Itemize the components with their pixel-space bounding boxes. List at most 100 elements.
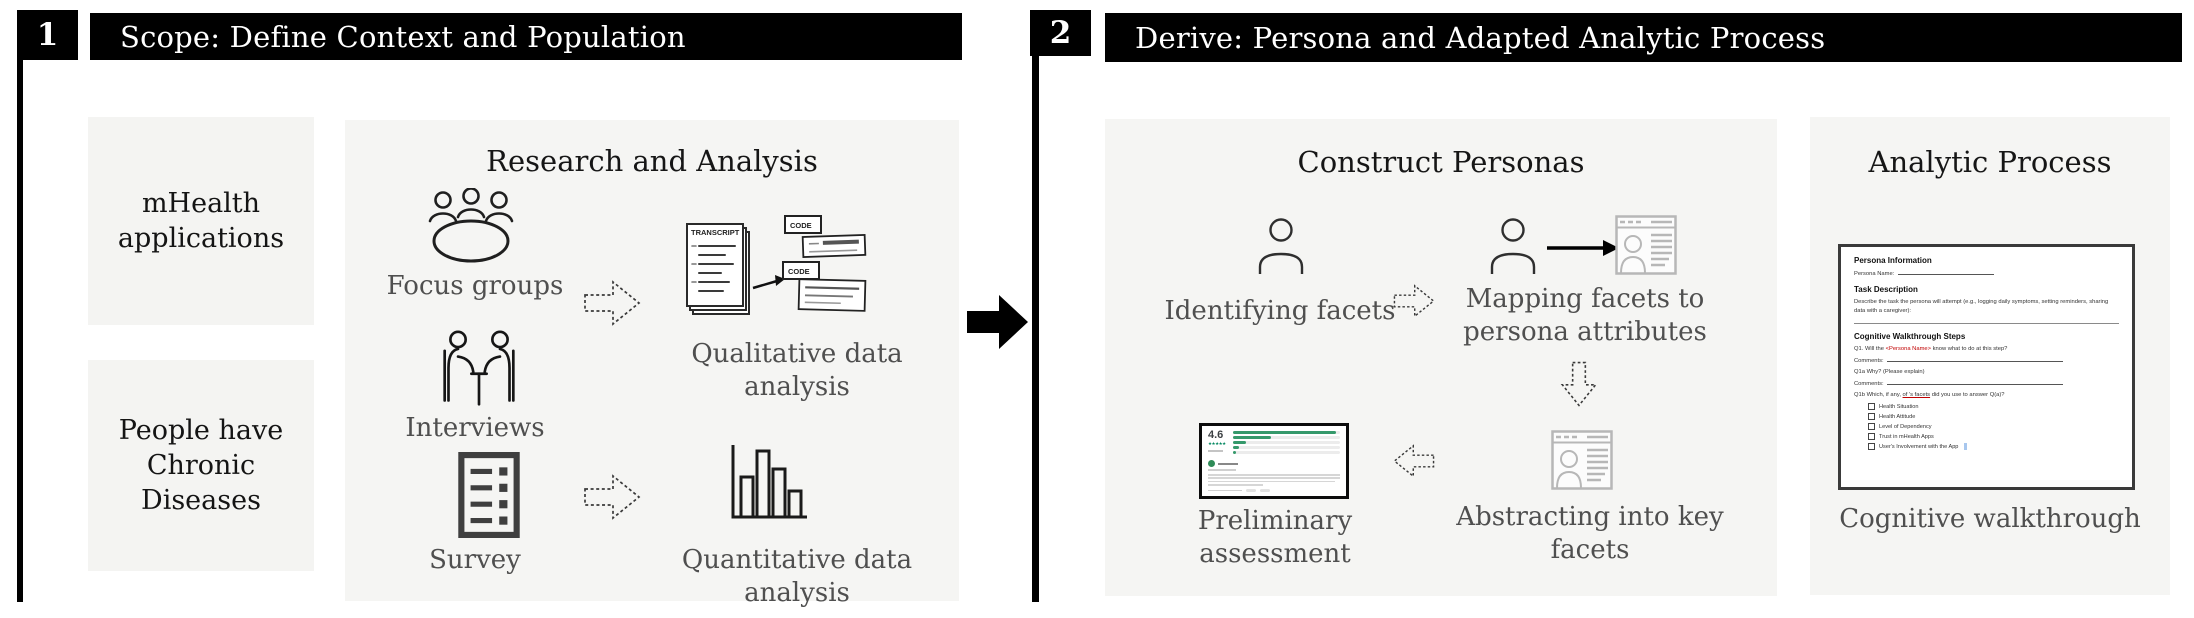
facet-checkbox-row: Trust in mHealth Apps (1868, 433, 2119, 441)
bar-chart-icon (731, 445, 807, 519)
dotted-left-arrow-icon (1393, 444, 1435, 478)
analytic-process-panel: Analytic Process Persona Information Per… (1810, 117, 2170, 595)
comments-label: Comments: (1854, 358, 1884, 365)
quantitative-analysis-label: Quantitative data analysis (681, 545, 913, 608)
checkbox-icon (1868, 443, 1875, 451)
facet-checkbox-row: Level of Dependency (1868, 423, 2119, 431)
section1-connector-line (17, 12, 23, 602)
q1b-suffix: did you use to answer Q(a)? (1930, 392, 2005, 399)
checkbox-icon (1868, 413, 1875, 421)
review-action-pill (1260, 488, 1270, 492)
rating-summary: 4.6 ★★★★★ (1208, 430, 1340, 456)
section1-step-badge: 1 (17, 10, 78, 60)
preliminary-assessment-label: Preliminary assessment (1197, 506, 1353, 569)
rating-score: 4.6 (1208, 429, 1224, 441)
construct-personas-panel: Construct Personas Identifying facets (1105, 119, 1777, 596)
identifying-facets-label: Identifying facets (1164, 296, 1396, 326)
solid-right-arrow-icon (1547, 240, 1619, 256)
reviewer-name-line (1218, 462, 1238, 466)
facet-option-label: Level of Dependency (1879, 423, 1932, 430)
facet-option-label: Trust in mHealth Apps (1879, 433, 1934, 440)
review-item (1208, 460, 1340, 492)
interviews-label: Interviews (405, 413, 545, 443)
review-meta-line (1208, 469, 1236, 472)
facet-checkbox-row: Health Situation (1868, 403, 2119, 411)
comments-label: Comments: (1854, 381, 1884, 388)
focus-groups-label: Focus groups (386, 271, 564, 301)
person-icon (1490, 218, 1536, 274)
dotted-right-arrow-icon (584, 474, 641, 520)
rating-stars-icon: ★★★★★ (1208, 441, 1226, 446)
transcript-word: TRANSCRIPT (691, 228, 740, 237)
cognitive-walkthrough-caption: Cognitive walkthrough (1839, 504, 2141, 534)
reviewer-row (1208, 460, 1340, 468)
doc-comments-row: Comments: (1854, 357, 2119, 364)
review-text-line (1208, 474, 1340, 476)
q1-suffix: know what to do at this step? (1931, 346, 2008, 353)
code-tag-word: CODE (790, 221, 812, 230)
comments-blank-field (1887, 380, 2064, 386)
dotted-right-arrow-icon (584, 280, 641, 326)
survey-icon (458, 452, 520, 538)
persona-name-placeholder: <Persona Name> (1885, 346, 1932, 353)
persona-name-label: Persona Name: (1854, 271, 1895, 277)
section1-title: Scope: Define Context and Population (120, 19, 686, 54)
rating-bar (1232, 446, 1340, 449)
doc-heading-persona-info: Persona Information (1854, 256, 1932, 265)
doc-heading-walkthrough-steps: Cognitive Walkthrough Steps (1854, 332, 1966, 342)
section2-title-bar: Derive: Persona and Adapted Analytic Pro… (1105, 13, 2182, 62)
research-panel-title: Research and Analysis (486, 144, 818, 178)
review-count-line (1208, 449, 1223, 452)
survey-label: Survey (429, 545, 521, 575)
rating-bar (1232, 431, 1340, 434)
facet-checklist: Health Situation Health Attitude Level o… (1868, 403, 2119, 451)
facet-option-label: Health Attitude (1879, 413, 1916, 420)
section1-step-number: 1 (36, 17, 59, 53)
section2-step-number: 2 (1049, 15, 1072, 51)
section2-title: Derive: Persona and Adapted Analytic Pro… (1135, 20, 1826, 55)
review-text-line (1208, 480, 1335, 483)
abstracting-facets-label: Abstracting into key facets (1456, 502, 1724, 565)
analytic-panel-title: Analytic Process (1868, 145, 2112, 179)
comments-blank-field (1887, 357, 2064, 363)
rating-bar (1232, 436, 1340, 439)
rating-bar (1232, 441, 1340, 444)
q1-prefix: Q1. Will the (1854, 346, 1886, 353)
doc-q1a-row: Q1a Why? (Please explain) (1854, 369, 1925, 376)
focus-groups-icon (428, 188, 514, 263)
mhealth-context-box: mHealth applications (88, 117, 314, 325)
review-text-line (1208, 484, 1264, 486)
rating-score-block: 4.6 ★★★★★ (1208, 430, 1226, 456)
rating-bar (1232, 451, 1340, 454)
checkbox-icon (1868, 423, 1875, 431)
personas-panel-title: Construct Personas (1297, 145, 1585, 179)
persona-name-blank-field (1897, 270, 1994, 275)
population-context-box: People have Chronic Diseases (88, 360, 314, 571)
facet-checkbox-row: User's Involvement with the App (1868, 443, 2119, 451)
text-cursor (1964, 443, 1968, 451)
doc-persona-name-row: Persona Name: (1854, 270, 2119, 277)
review-action-pill (1246, 488, 1256, 492)
research-analysis-panel: Research and Analysis Focus groups TRANS… (345, 120, 959, 608)
facet-option-label: Health Situation (1879, 403, 1919, 410)
task-description-text: Describe the task the persona will attem… (1854, 299, 2109, 314)
checkbox-icon (1868, 403, 1875, 411)
review-footer (1208, 488, 1340, 492)
checkbox-icon (1868, 433, 1875, 441)
doc-comments-row: Comments: (1854, 380, 2119, 387)
walkthrough-form-document: Persona Information Persona Name: Task D… (1838, 244, 2135, 490)
transcript-coding-icon: TRANSCRIPT CODE CODE (686, 215, 867, 315)
review-footer-line (1208, 489, 1242, 492)
q1b-prefix: Q1b Which, if any, (1854, 392, 1903, 399)
rating-distribution-bars (1232, 430, 1340, 456)
review-text-line (1208, 477, 1340, 480)
persona-card-icon (1615, 215, 1677, 275)
section1-title-bar: Scope: Define Context and Population (90, 13, 962, 60)
person-icon (1258, 218, 1304, 274)
doc-heading-task-description: Task Description (1854, 285, 1918, 294)
section2-step-badge: 2 (1030, 10, 1091, 56)
doc-q1b-row: Q1b Which, if any, of 's facets did you … (1854, 392, 2119, 398)
qualitative-analysis-label: Qualitative data analysis (691, 339, 903, 402)
code-tag-word: CODE (788, 267, 810, 276)
